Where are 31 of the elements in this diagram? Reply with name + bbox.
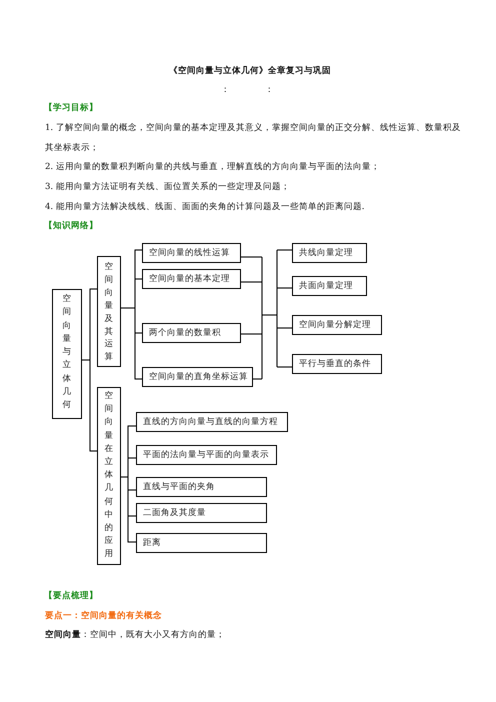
section-heading: 【知识网络】 bbox=[44, 220, 98, 233]
topic-box: 距离 bbox=[136, 533, 267, 553]
byline-colon: ： bbox=[221, 84, 230, 97]
vertical-topic-box: 空间向量及其运算 bbox=[97, 256, 121, 367]
byline-colon: ： bbox=[265, 84, 274, 97]
definition-text: 空间向量：空间中，既有大小又有方向的量； bbox=[45, 628, 225, 642]
topic-box: 直线的方向向量与直线的向量方程 bbox=[136, 412, 288, 432]
topic-box: 两个向量的数量积 bbox=[142, 323, 241, 343]
topic-box: 共线向量定理 bbox=[292, 243, 367, 263]
objective-item: 3. 能用向量方法证明有关线、面位置关系的一些定理及问题； bbox=[45, 180, 290, 194]
vertical-topic-box: 空间向量在立体几何中的应用 bbox=[97, 387, 121, 565]
topic-box: 二面角及其度量 bbox=[136, 503, 267, 523]
connector-line bbox=[240, 250, 292, 380]
connector-line bbox=[120, 308, 142, 380]
objective-item: 4. 能用向量方法解决线线、线面、面面的夹角的计算问题及一些简单的距离问题. bbox=[45, 200, 365, 214]
topic-box: 共面向量定理 bbox=[292, 276, 367, 296]
objective-item: 1. 了解空间向量的概念，空间向量的基本定理及其意义，掌握空间向量的正交分解、线性运算、数量积及其坐标表示； bbox=[45, 122, 462, 155]
connector-line bbox=[82, 360, 98, 452]
subsection-heading: 要点一：空间向量的有关概念 bbox=[45, 610, 162, 623]
section-heading: 【学习目标】 bbox=[44, 102, 98, 115]
vertical-topic-box: 空间向量与立体几何 bbox=[52, 289, 82, 419]
topic-box: 空间向量的线性运算 bbox=[142, 243, 241, 263]
topic-box: 平行与垂直的条件 bbox=[292, 354, 382, 374]
objective-item: 2. 运用向量的数量积判断向量的共线与垂直，理解直线的方向向量与平面的法向量； bbox=[45, 160, 380, 174]
topic-box: 空间向量的直角坐标运算 bbox=[142, 367, 253, 387]
topic-box: 空间向量的基本定理 bbox=[142, 269, 241, 289]
topic-box: 直线与平面的夹角 bbox=[136, 477, 267, 497]
topic-box: 平面的法向量与平面的向量表示 bbox=[136, 445, 277, 465]
section-heading: 【要点梳理】 bbox=[44, 590, 98, 603]
document-title: 《空间向量与立体几何》全章复习与巩固 bbox=[169, 64, 331, 78]
topic-box: 空间向量分解定理 bbox=[292, 315, 382, 335]
